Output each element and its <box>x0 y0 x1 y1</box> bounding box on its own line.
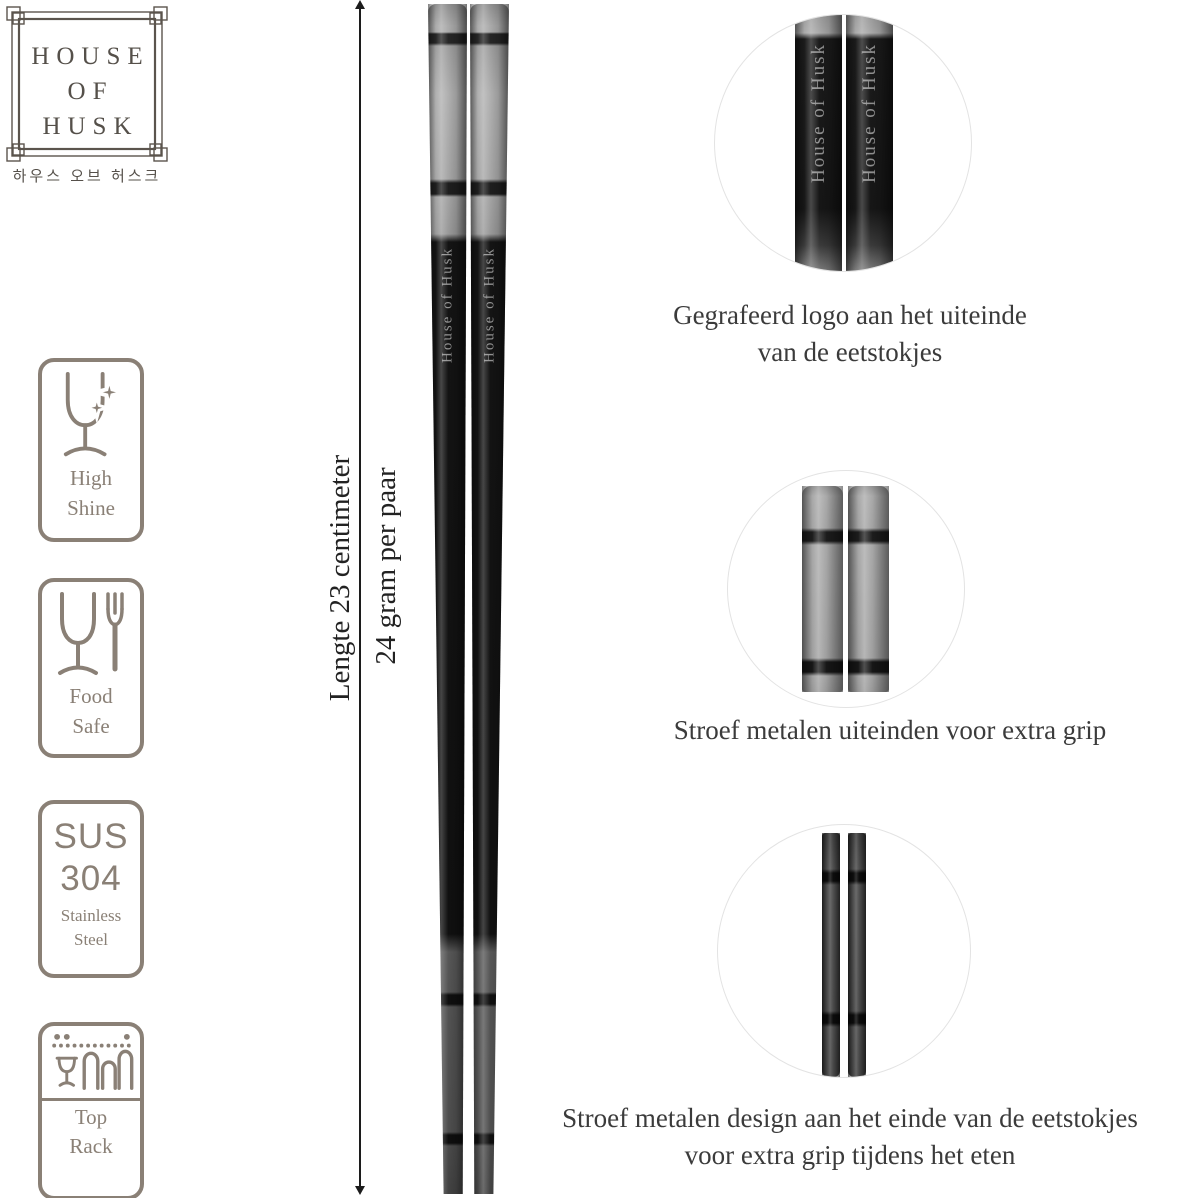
caption-line: Gegrafeerd logo aan het uiteinde <box>673 300 1027 330</box>
chopstick-left: House of Husk <box>428 4 467 1194</box>
badge-sus-small: Stainless Steel <box>61 904 121 952</box>
closeup-chopstick-left: House of Husk <box>795 15 842 271</box>
badge-food-safe-line1: Food <box>69 684 113 708</box>
weight-label: 24 gram per paar <box>370 467 402 665</box>
wine-glass-fork-icon <box>58 592 124 675</box>
closeup-tip-left <box>822 833 840 1077</box>
badge-top-rack-label: Top Rack <box>69 1103 112 1161</box>
engraved-logo-text: House of Husk <box>858 43 880 183</box>
chopstick-right: House of Husk <box>470 4 509 1194</box>
callout-circle-grip-top <box>727 470 965 708</box>
engraved-logo-text: House of Husk <box>481 247 497 363</box>
badge-high-shine-line2: Shine <box>67 496 115 520</box>
badge-top-rack-line2: Rack <box>69 1134 113 1158</box>
chopstick-shading <box>802 486 843 692</box>
chopstick-shading <box>470 4 509 1194</box>
chopstick-shading <box>822 833 840 1077</box>
brand-logo: HOUSE OF HUSK 하우스 오브 허스크 <box>6 6 168 196</box>
callout-caption-grip-top: Stroef metalen uiteinden voor extra grip <box>608 712 1172 749</box>
brand-name-line3: HUSK <box>42 113 139 140</box>
brand-name-korean: 하우스 오브 허스크 <box>12 168 162 185</box>
measurement-arrow-line <box>355 0 365 1195</box>
callout-caption-grip-tip: Stroef metalen design aan het einde van … <box>500 1100 1200 1174</box>
badge-food-safe: Food Safe <box>38 578 144 758</box>
closeup-tip-right <box>848 833 866 1077</box>
badge-high-shine: High Shine <box>38 358 144 542</box>
callout-caption-engraving: Gegrafeerd logo aan het uiteinde van de … <box>600 297 1100 371</box>
badge-sus-304: SUS 304 Stainless Steel <box>38 800 144 978</box>
badge-top-rack: Top Rack <box>38 1022 144 1198</box>
closeup-chopstick-right: House of Husk <box>846 15 893 271</box>
callout-circle-engraving: House of Husk House of Husk <box>714 14 972 272</box>
wine-glass-sparkle-icon <box>63 371 125 457</box>
brand-name-line2: OF <box>67 78 114 105</box>
brand-name: HOUSE OF HUSK <box>6 39 168 144</box>
badge-top-rack-line1: Top <box>74 1105 108 1129</box>
caption-line: voor extra grip tijdens het eten <box>684 1140 1016 1170</box>
caption-line: Stroef metalen design aan het einde van … <box>562 1103 1138 1133</box>
badge-high-shine-label: High Shine <box>67 463 115 523</box>
badge-food-safe-line2: Safe <box>72 714 110 738</box>
badge-top-rack-divider <box>42 1098 140 1101</box>
chopstick-shading <box>848 486 889 692</box>
badge-high-shine-line1: High <box>70 466 112 490</box>
chopstick-shading <box>428 4 467 1194</box>
chopstick-shading <box>848 833 866 1077</box>
dishwasher-top-rack-icon <box>52 1033 134 1090</box>
badge-sus-line1: SUS <box>53 817 129 856</box>
closeup-handle-right <box>848 486 889 692</box>
brand-name-line1: HOUSE <box>31 43 150 70</box>
callout-circle-grip-tip <box>717 824 971 1078</box>
engraved-logo-text: House of Husk <box>439 247 455 363</box>
logo-frame-ornament <box>6 6 168 162</box>
badge-sus-line2: 304 <box>60 859 122 898</box>
badge-food-safe-label: Food Safe <box>69 681 112 741</box>
caption-line: van de eetstokjes <box>757 337 943 367</box>
length-label: Lengte 23 centimeter <box>324 454 356 702</box>
caption-line: Stroef metalen uiteinden voor extra grip <box>673 715 1107 745</box>
engraved-logo-text: House of Husk <box>807 43 829 183</box>
badge-sus-line4: Steel <box>73 930 108 949</box>
closeup-handle-left <box>802 486 843 692</box>
badge-sus-line3: Stainless <box>60 906 122 925</box>
